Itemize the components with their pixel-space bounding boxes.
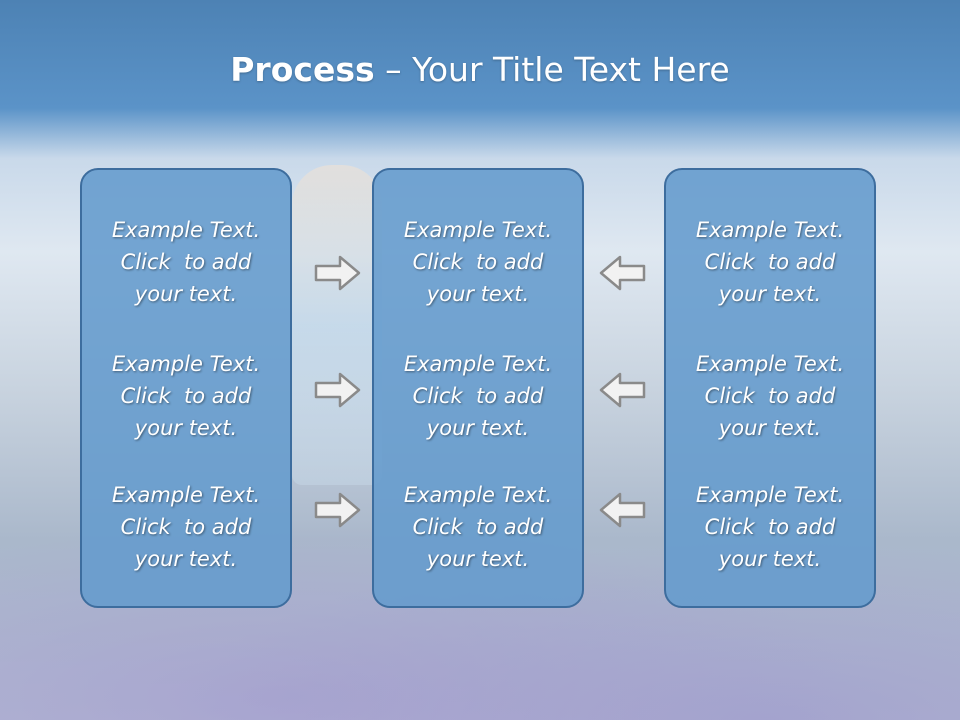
- text-line: Click to add: [412, 384, 544, 408]
- text-block[interactable]: Example Text. Click to add your text.: [374, 348, 582, 444]
- process-panel-right[interactable]: Example Text. Click to add your text. Ex…: [664, 168, 876, 608]
- background-figure-image: [292, 165, 382, 485]
- text-block[interactable]: Example Text. Click to add your text.: [666, 348, 874, 444]
- process-panel-left[interactable]: Example Text. Click to add your text. Ex…: [80, 168, 292, 608]
- text-block[interactable]: Example Text. Click to add your text.: [374, 479, 582, 575]
- text-line: your text.: [718, 547, 822, 571]
- text-line: Click to add: [412, 515, 544, 539]
- text-block[interactable]: Example Text. Click to add your text.: [374, 214, 582, 310]
- text-line: Click to add: [704, 384, 836, 408]
- process-panel-center[interactable]: Example Text. Click to add your text. Ex…: [372, 168, 584, 608]
- text-block[interactable]: Example Text. Click to add your text.: [666, 214, 874, 310]
- arrow-left-icon[interactable]: [598, 254, 646, 292]
- text-line: Click to add: [120, 250, 252, 274]
- text-line: Example Text.: [403, 218, 553, 242]
- title-bold: Process: [230, 50, 375, 89]
- text-line: your text.: [426, 282, 530, 306]
- text-block[interactable]: Example Text. Click to add your text.: [82, 348, 290, 444]
- text-line: Click to add: [704, 250, 836, 274]
- text-line: your text.: [426, 416, 530, 440]
- text-line: Click to add: [412, 250, 544, 274]
- arrow-right-icon[interactable]: [314, 371, 362, 409]
- text-line: Click to add: [120, 384, 252, 408]
- text-line: Example Text.: [403, 483, 553, 507]
- text-line: Example Text.: [695, 483, 845, 507]
- text-line: Click to add: [704, 515, 836, 539]
- text-line: Example Text.: [695, 352, 845, 376]
- text-line: your text.: [134, 547, 238, 571]
- text-line: your text.: [134, 282, 238, 306]
- slide-title[interactable]: Process – Your Title Text Here: [0, 50, 960, 89]
- text-line: your text.: [718, 282, 822, 306]
- text-block[interactable]: Example Text. Click to add your text.: [82, 214, 290, 310]
- text-block[interactable]: Example Text. Click to add your text.: [666, 479, 874, 575]
- arrow-left-icon[interactable]: [598, 371, 646, 409]
- text-line: your text.: [426, 547, 530, 571]
- text-line: Click to add: [120, 515, 252, 539]
- text-line: your text.: [134, 416, 238, 440]
- text-line: your text.: [718, 416, 822, 440]
- title-rest: – Your Title Text Here: [374, 50, 730, 89]
- text-line: Example Text.: [111, 218, 261, 242]
- text-line: Example Text.: [695, 218, 845, 242]
- arrow-right-icon[interactable]: [314, 254, 362, 292]
- arrow-left-icon[interactable]: [598, 491, 646, 529]
- arrow-right-icon[interactable]: [314, 491, 362, 529]
- text-block[interactable]: Example Text. Click to add your text.: [82, 479, 290, 575]
- text-line: Example Text.: [403, 352, 553, 376]
- text-line: Example Text.: [111, 483, 261, 507]
- text-line: Example Text.: [111, 352, 261, 376]
